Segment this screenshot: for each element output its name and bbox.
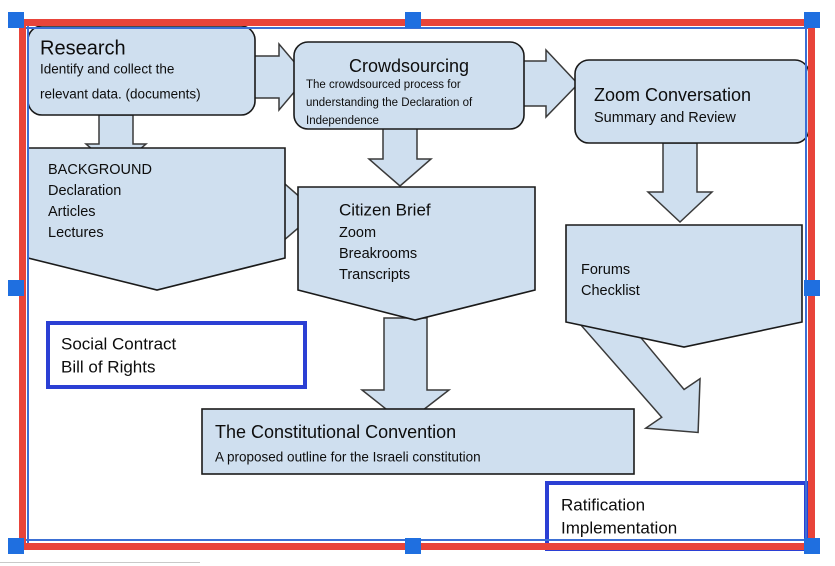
node-background-line-2: Articles [48,204,96,220]
node-research-line-1: Identify and collect the [40,62,174,77]
node-constitutional-convention[interactable]: The Constitutional Convention A proposed… [201,408,635,475]
node-research-line-2: relevant data. (documents) [40,87,201,102]
node-background-line-1: Declaration [48,183,121,199]
handle-bottom-left[interactable] [8,538,24,554]
node-background-title: BACKGROUND [48,162,152,178]
selection-frame[interactable] [8,12,820,554]
node-ratification-line-2: Implementation [561,518,677,537]
node-forums-checklist-line-2: Checklist [581,283,640,299]
node-citizen-brief-line-1: Zoom [339,225,376,241]
node-zoom-conversation-line-1: Summary and Review [594,110,736,126]
node-zoom-conversation-title: Zoom Conversation [594,85,751,105]
node-ratification[interactable]: Ratification Implementation [545,481,808,551]
node-crowdsourcing-line-2: understanding the Declaration of [306,97,473,109]
node-forums-checklist[interactable]: Forums Checklist [565,224,803,348]
handle-top-right[interactable] [804,12,820,28]
handle-top-middle[interactable] [405,12,421,28]
handle-top-left[interactable] [8,12,24,28]
node-forums-checklist-line-1: Forums [581,262,630,278]
node-social-contract-line-1: Social Contract [61,334,177,353]
node-research[interactable]: Research Identify and collect the releva… [27,25,256,116]
connector-crowdsourcing-to-zoom-conversation [518,48,580,119]
handle-bottom-middle[interactable] [405,538,421,554]
selection-inner-line-left [27,22,29,546]
node-citizen-brief-title: Citizen Brief [339,200,431,219]
connector-citizen-brief-to-convention [359,317,452,425]
node-crowdsourcing[interactable]: Crowdsourcing The crowdsourced process f… [293,41,525,130]
node-citizen-brief[interactable]: Citizen Brief Zoom Breakrooms Transcript… [297,186,536,321]
node-background-line-3: Lectures [48,225,104,241]
node-zoom-conversation[interactable]: Zoom Conversation Summary and Review [574,59,810,144]
handle-middle-left[interactable] [8,280,24,296]
node-research-title: Research [40,37,126,59]
connector-crowdsourcing-to-citizen-brief [366,127,434,187]
footer-divider [0,562,200,563]
node-crowdsourcing-title: Crowdsourcing [349,56,469,76]
connector-research-to-crowdsourcing [251,41,308,113]
connector-zoom-conversation-to-forums [646,142,714,224]
node-constitutional-convention-line-1: A proposed outline for the Israeli const… [215,450,481,465]
node-citizen-brief-line-3: Transcripts [339,267,410,283]
handle-middle-right[interactable] [804,280,820,296]
node-social-contract[interactable]: Social Contract Bill of Rights [46,321,307,389]
node-crowdsourcing-line-1: The crowdsourced process for [306,79,461,91]
node-constitutional-convention-title: The Constitutional Convention [215,422,456,442]
handle-bottom-right[interactable] [804,538,820,554]
node-social-contract-line-2: Bill of Rights [61,357,155,376]
node-ratification-line-1: Ratification [561,495,645,514]
node-background[interactable]: BACKGROUND Declaration Articles Lectures [27,147,286,291]
node-citizen-brief-line-2: Breakrooms [339,246,417,262]
node-crowdsourcing-line-3: Independence [306,115,379,127]
